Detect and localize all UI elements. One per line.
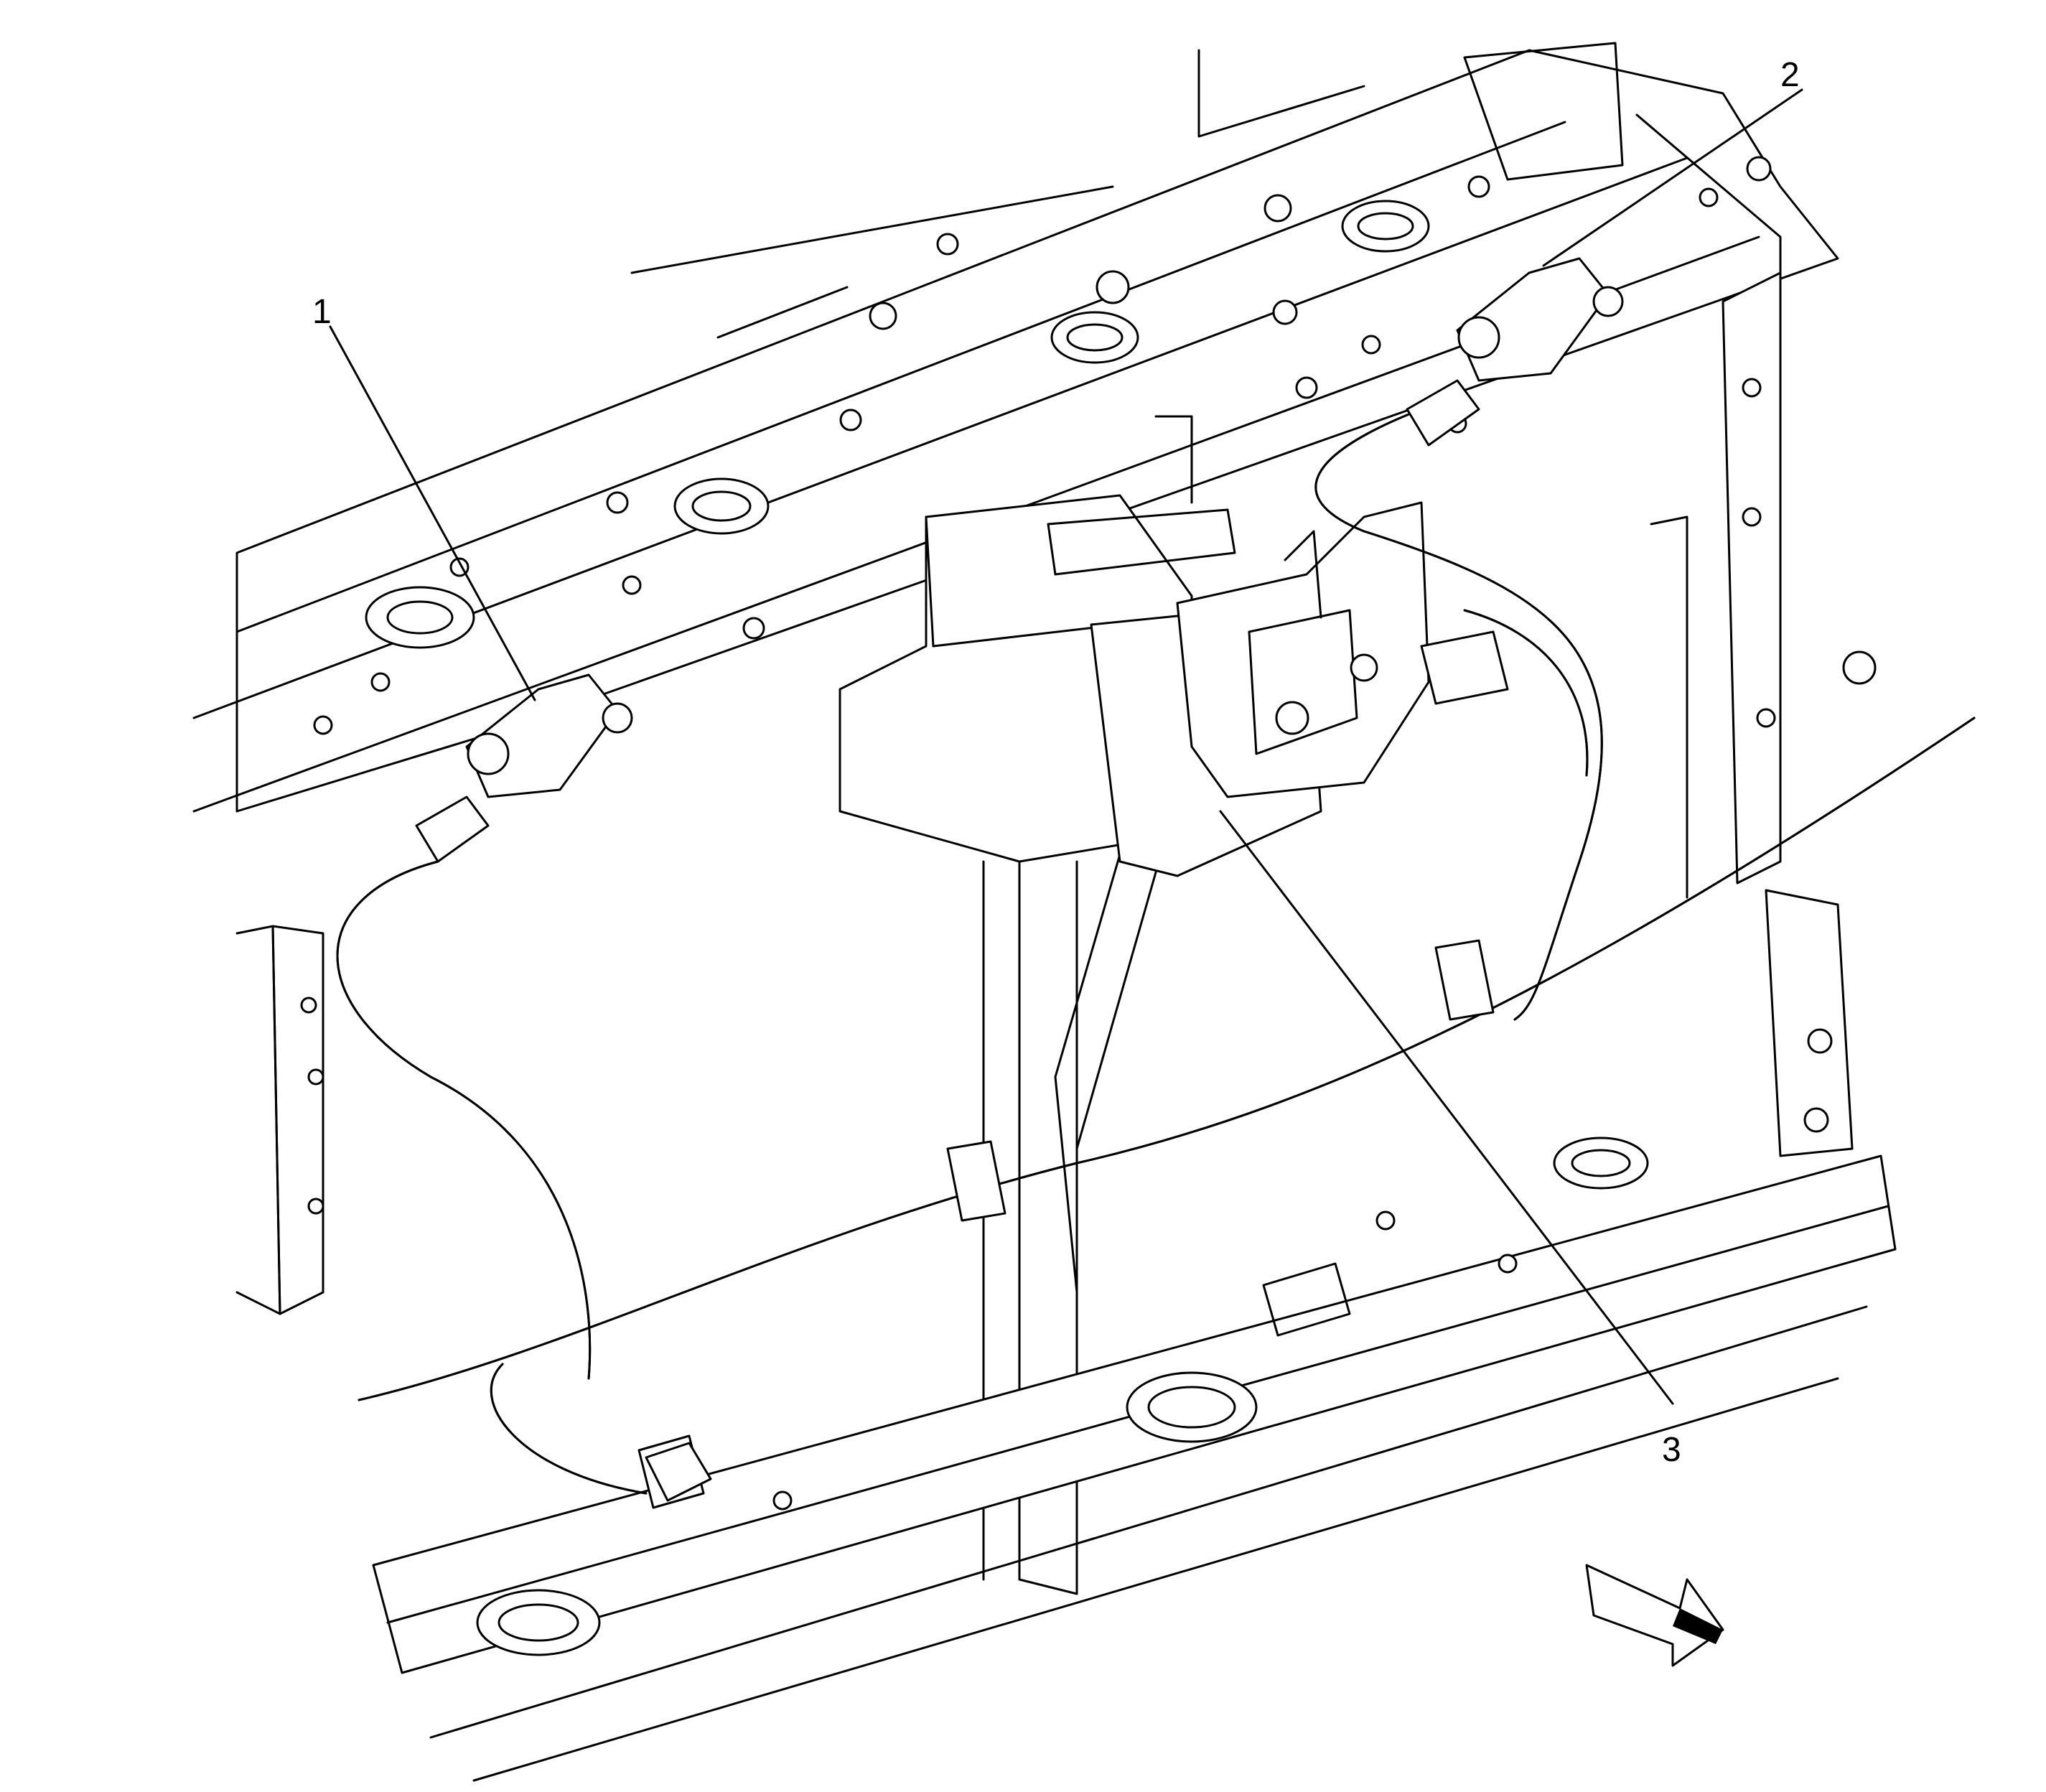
callout-2: 2 xyxy=(1780,56,1800,94)
direction-arrow-icon xyxy=(1585,1564,1724,1667)
harness-connector xyxy=(1420,630,1509,705)
crossmember-holes xyxy=(313,156,1772,735)
right-vertical-support xyxy=(1650,271,1877,1157)
left-vertical-support xyxy=(235,925,324,1315)
callout-1: 1 xyxy=(312,293,332,331)
lower-tie-bar xyxy=(372,1137,1897,1782)
wiring-harness xyxy=(336,408,1976,1495)
lower-connector xyxy=(645,1442,712,1502)
impact-sensor-right xyxy=(1406,257,1624,447)
hood-latch xyxy=(1176,501,1430,798)
leader-lines xyxy=(329,88,1803,1405)
impact-sensor-left xyxy=(415,673,633,863)
callout-3: 3 xyxy=(1662,1431,1681,1469)
